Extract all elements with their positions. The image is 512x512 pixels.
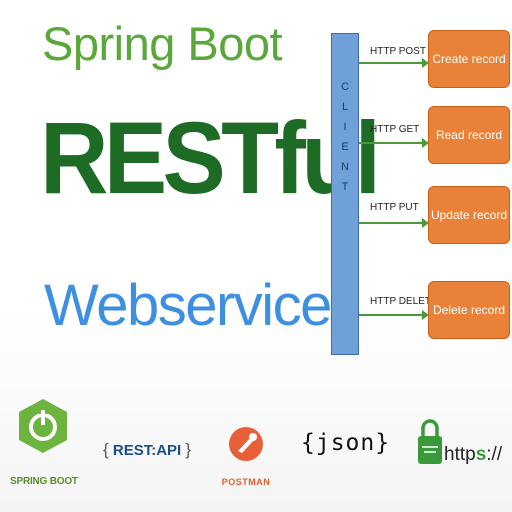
title-spring-boot: Spring Boot — [42, 17, 283, 70]
client-letter: E — [341, 141, 349, 153]
client-letter: L — [341, 101, 349, 113]
json-logo: {json} — [301, 430, 391, 456]
title-restful: RESTful — [40, 101, 381, 215]
client-letter: I — [343, 121, 347, 133]
method-delete-label: HTTP DELETE — [370, 296, 438, 307]
spring-boot-logo-text: SPRING BOOT — [10, 476, 78, 487]
client-letter: N — [341, 161, 349, 173]
delete-record-box: Delete record — [428, 281, 510, 339]
get-arrow — [359, 138, 429, 148]
create-record-box: Create record — [428, 30, 510, 88]
client-bar: C L I E N T — [331, 33, 359, 355]
put-arrow — [359, 218, 429, 228]
https-s: s — [475, 444, 487, 465]
rest-api-open-brace: { — [103, 440, 109, 459]
spring-boot-logo: SPRING BOOT — [10, 398, 78, 490]
client-letter: T — [341, 181, 349, 193]
rest-api-close-brace: } — [185, 440, 192, 459]
update-record-box: Update record — [428, 186, 510, 244]
padlock-icon — [418, 419, 442, 464]
client-label: C L I E N T — [332, 82, 358, 202]
https-logo: https:// — [414, 416, 512, 472]
delete-arrow — [359, 310, 429, 320]
https-prefix: http — [444, 444, 476, 465]
title-webservices: Webservices — [44, 273, 360, 338]
read-record-box: Read record — [428, 106, 510, 164]
rest-api-text: REST:API — [112, 442, 182, 459]
post-arrow — [359, 58, 429, 68]
https-suffix: :// — [486, 444, 503, 465]
postman-logo-text: POSTMAN — [221, 477, 271, 487]
postman-icon — [229, 427, 263, 461]
rest-api-logo: { REST:API } — [103, 440, 191, 460]
client-letter: C — [341, 81, 349, 93]
https-text: https:// — [444, 444, 502, 466]
method-post-label: HTTP POST — [370, 46, 426, 57]
postman-logo: POSTMAN — [220, 420, 272, 490]
method-get-label: HTTP GET — [370, 124, 420, 135]
spring-leaf-icon — [19, 399, 67, 453]
method-put-label: HTTP PUT — [370, 202, 419, 213]
